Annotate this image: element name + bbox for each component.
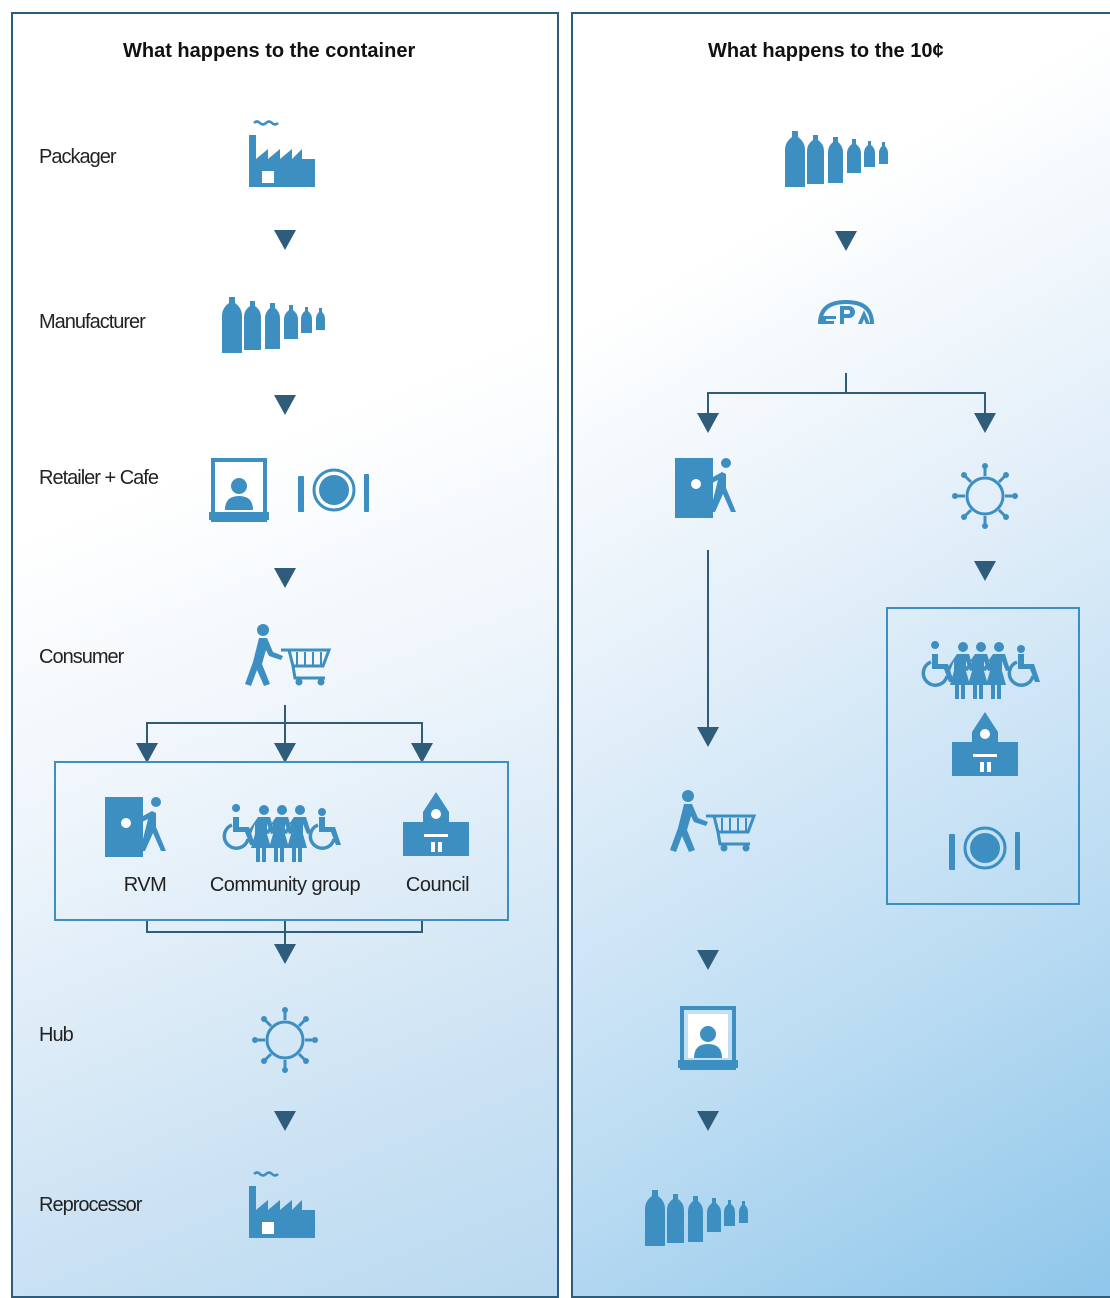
stage-label-retailer-cafe: Retailer + Cafe [39, 467, 159, 489]
manufacturer-bottles-icon [222, 297, 325, 353]
reprocessor-factory-icon [247, 1171, 317, 1240]
container-flow-panel [11, 12, 559, 1298]
collection-label-community-group: Community group [209, 874, 361, 896]
beneficiary-council-icon [952, 712, 1018, 776]
rvm-icon [105, 797, 166, 857]
collection-label-council: Council [405, 874, 470, 896]
collection-label-rvm: RVM [123, 874, 167, 896]
refund-final-bottles-icon [645, 1190, 748, 1246]
stage-label-manufacturer: Manufacturer [39, 311, 146, 333]
consumer-shopper-icon [243, 622, 331, 688]
retailer-cafe-icon [296, 468, 371, 514]
refund-shop-icon [676, 1006, 740, 1070]
container-flow-title: What happens to the container [123, 40, 416, 62]
beneficiary-community-group-icon [921, 639, 1042, 701]
collection-points-box [54, 761, 509, 921]
hub-icon [250, 1005, 320, 1075]
refund-shopper-icon [668, 788, 756, 854]
council-icon [403, 792, 469, 856]
stage-label-consumer: Consumer [39, 646, 124, 668]
beneficiaries-box [886, 607, 1080, 905]
refund-rvm-icon [675, 458, 736, 518]
refund-bottles-icon [785, 131, 888, 187]
packager-factory-icon [247, 120, 317, 189]
retailer-shop-icon [207, 458, 271, 522]
stage-label-packager: Packager [39, 146, 116, 168]
community-group-icon [222, 802, 343, 864]
container-flow-arrows [136, 230, 433, 1131]
beneficiary-cafe-icon [947, 826, 1022, 872]
refund-hub-icon [950, 461, 1020, 531]
refund-flow-title: What happens to the 10¢ [708, 40, 944, 62]
stage-label-hub: Hub [39, 1024, 74, 1046]
stage-label-reprocessor: Reprocessor [39, 1194, 142, 1216]
epa-icon [818, 300, 874, 324]
refund-flow-arrows [697, 231, 996, 1131]
